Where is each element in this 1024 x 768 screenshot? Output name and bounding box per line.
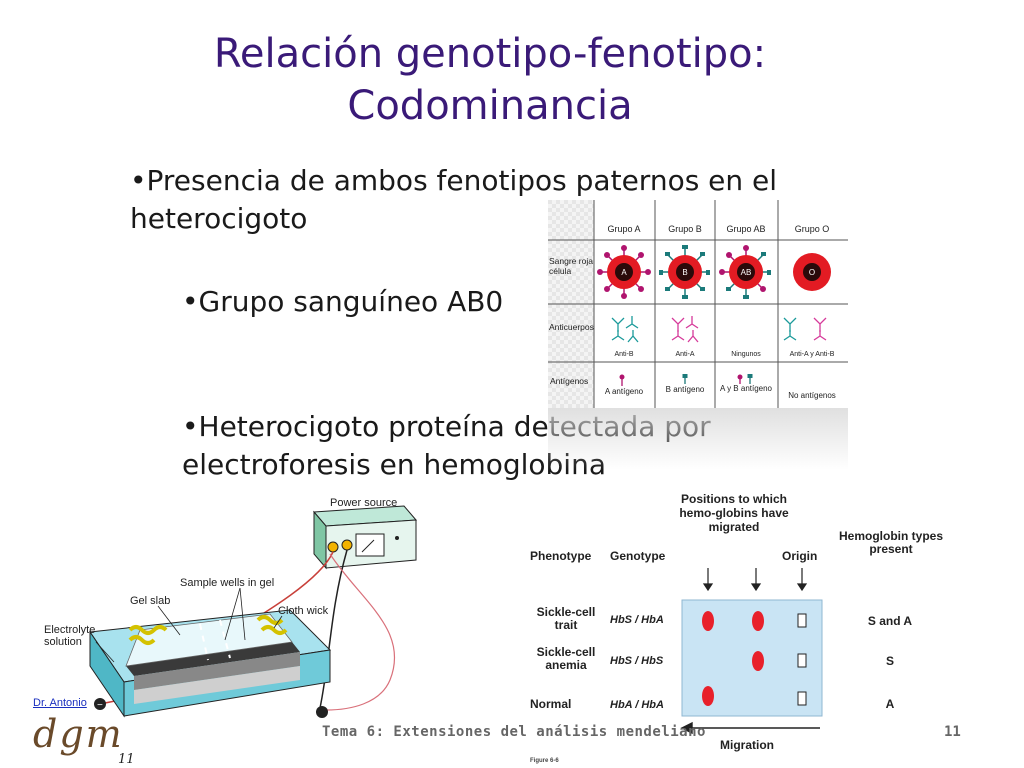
- sample-wells-label: Sample wells in gel: [180, 577, 274, 589]
- blood-group-table-figure: Grupo A Grupo B Grupo AB Grupo O Sangre …: [548, 200, 848, 408]
- cell-letter-ab: AB: [741, 268, 752, 277]
- electrolyte-label: Electrolyte solution: [44, 624, 96, 648]
- header-grupo-ab: Grupo AB: [726, 224, 765, 234]
- genotype-row-1: HbS / HbA: [610, 614, 664, 626]
- phenotype-row-1: Sickle-cell trait: [536, 606, 596, 632]
- antigen-label-4: No antígenos: [788, 391, 836, 400]
- header-grupo-a: Grupo A: [607, 224, 640, 234]
- bullet-abo-blood-group: •Grupo sanguíneo AB0: [182, 285, 504, 318]
- hemoglobin-bands: [702, 611, 764, 706]
- genotype-row-3: HbA / HbA: [610, 699, 664, 711]
- antibody-anti-a-icon-2: [813, 317, 827, 341]
- electrode-positive-icon: [316, 706, 328, 718]
- row-label-red-cell: Sangre roja célula: [549, 256, 593, 276]
- wire-pink: [325, 553, 396, 711]
- migration-arrow-icon: [680, 721, 820, 735]
- red-cell-group-b: B: [659, 245, 710, 299]
- footer-page-number: 11: [944, 724, 961, 740]
- origin-wells: [797, 613, 807, 706]
- red-cell-group-a: A: [597, 245, 651, 299]
- author-link[interactable]: Dr. Antonio: [33, 697, 87, 709]
- positions-heading: Positions to which hemo-globins have mig…: [679, 492, 789, 534]
- row-label-antibodies: Anticuerpos: [549, 322, 594, 332]
- antigen-label-2: B antígeno: [666, 385, 705, 394]
- types-row-2: S: [886, 654, 894, 668]
- migration-label: Migration: [720, 738, 774, 752]
- column-origin: Origin: [782, 549, 817, 563]
- power-source-label: Power source: [330, 497, 397, 509]
- header-grupo-o: Grupo O: [795, 224, 830, 234]
- title-line-1: Relación genotipo-fenotipo:: [213, 31, 767, 77]
- antibody-icons: [611, 316, 827, 343]
- gel-slab-label: Gel slab: [130, 595, 170, 607]
- types-row-3: A: [886, 697, 895, 711]
- hemoglobin-electrophoresis-figure: Positions to which hemo-globins have mig…: [530, 492, 943, 764]
- cell-letter-b: B: [682, 268, 687, 277]
- antibody-label-3: Ningunos: [731, 351, 761, 358]
- phenotype-row-2: Sickle-cell anemia: [536, 646, 596, 672]
- column-hemoglobin-types: Hemoglobin types present: [838, 530, 943, 556]
- cloth-wick-shapes: [128, 615, 288, 645]
- antibody-label-4: Anti-A y Anti-B: [790, 351, 835, 358]
- header-grupo-b: Grupo B: [668, 224, 702, 234]
- cell-letter-a: A: [621, 268, 627, 277]
- cloth-wick-label: Cloth wick: [278, 605, 329, 617]
- bullet-codominance-definition: •Presencia de ambos fenotipos paternos e…: [130, 164, 778, 235]
- antigen-label-1: A antígeno: [605, 387, 644, 396]
- phenotype-row-3: Normal: [530, 697, 571, 711]
- title-line-2: Codominancia: [347, 83, 633, 129]
- red-cell-group-ab: AB: [719, 245, 771, 299]
- dgm-logo: dgm: [33, 712, 124, 756]
- logo-page-number: 11: [118, 752, 135, 767]
- electrode-negative-mark: −: [97, 700, 103, 711]
- cell-letter-o: O: [809, 268, 815, 277]
- column-genotype: Genotype: [610, 549, 666, 563]
- types-row-1: S and A: [868, 614, 913, 628]
- footer-course-title: Tema 6: Extensiones del análisis mendeli…: [322, 724, 706, 740]
- power-source-icon: [312, 505, 418, 570]
- row-label-antigens: Antígenos: [550, 376, 588, 386]
- figure-caption: Figure 6-6: [530, 758, 559, 764]
- gel-slab-shape: [125, 613, 293, 667]
- table-reflection: [548, 408, 848, 470]
- electrode-negative-icon: [94, 698, 106, 710]
- antibody-label-1: Anti-B: [614, 351, 633, 358]
- slide-title: Relación genotipo-fenotipo: Codominancia: [0, 28, 980, 132]
- column-phenotype: Phenotype: [530, 549, 592, 563]
- antibody-label-2: Anti-A: [675, 351, 694, 358]
- red-cell-group-o: O: [793, 253, 831, 291]
- electrophoresis-apparatus-figure: Power source − Sample wells in gel Gel s…: [44, 497, 418, 718]
- wire-black: [319, 549, 348, 709]
- antigen-label-3: A y B antígeno: [719, 384, 773, 393]
- genotype-row-2: HbS / HbS: [610, 655, 664, 667]
- antibody-anti-a-icon: [671, 316, 699, 343]
- antibody-anti-b-icon: [611, 316, 639, 343]
- antigen-icons: [619, 374, 753, 386]
- antibody-anti-b-icon-2: [783, 317, 797, 341]
